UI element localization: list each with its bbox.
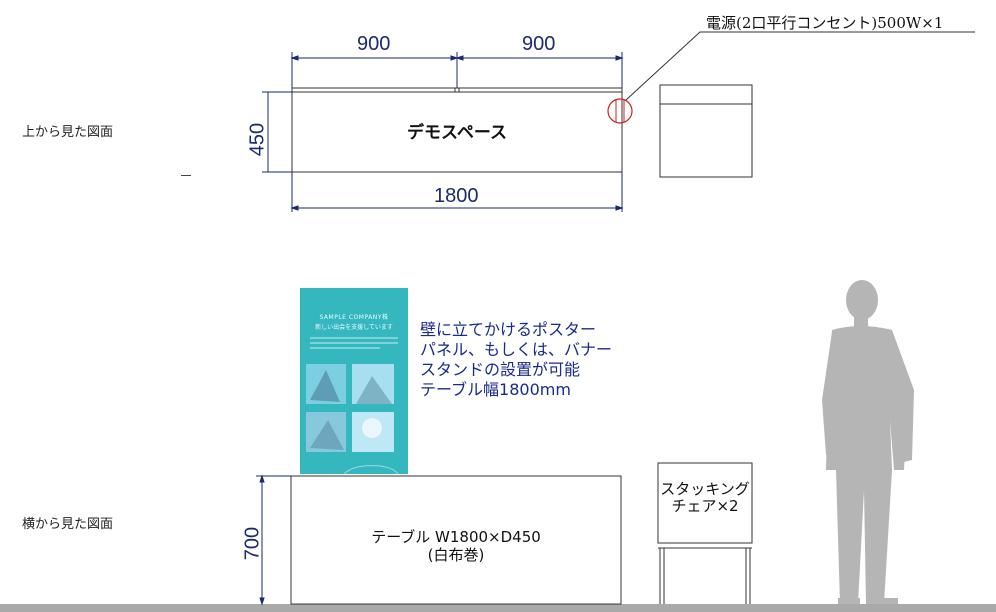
dim-right-900: 900 — [522, 33, 556, 55]
top-view-label: 上から見た図面 — [22, 125, 114, 140]
dim-depth-450: 450 — [246, 122, 269, 157]
table-label: テーブル W1800×D450 (白布巻) — [291, 528, 621, 564]
poster-note-line: 壁に立てかけるポスター — [420, 320, 597, 339]
poster-note-line: スタンドの設置が可能 — [420, 360, 581, 379]
table-label-line1: テーブル W1800×D450 — [371, 528, 541, 546]
stray-tick — [181, 175, 191, 176]
poster-panel — [300, 288, 408, 475]
top-total-dimension — [290, 172, 624, 212]
chair-side-view — [657, 462, 753, 604]
table-side-view — [290, 475, 622, 605]
power-note: 電源(2口平行コンセント)500W×1 — [706, 14, 944, 32]
dim-left-900: 900 — [357, 33, 391, 55]
poster-note-line: テーブル幅1800mm — [420, 380, 571, 399]
side-view-label: 横から見た図面 — [22, 517, 114, 532]
chair-label-line1: スタッキング — [660, 480, 750, 498]
chair-top-view — [659, 84, 753, 178]
poster-title: SAMPLE COMPANY株 — [319, 314, 389, 321]
demo-space-label: デモスペース — [407, 123, 507, 143]
poster-note: 壁に立てかけるポスター パネル、もしくは、バナー スタンドの設置が可能 テーブル… — [420, 320, 612, 400]
table-label-line2: (白布巻) — [427, 546, 485, 564]
poster-subtitle: 新しい出会を支援しています — [315, 324, 393, 331]
poster-note-line: パネル、もしくは、バナー — [420, 340, 613, 359]
dim-height-700: 700 — [241, 526, 264, 561]
top-width-dimension — [290, 52, 624, 92]
chair-label: スタッキング チェア×2 — [640, 481, 770, 515]
table-top-view — [291, 87, 623, 173]
power-outlet-marker — [607, 31, 975, 124]
top-depth-dimension — [262, 91, 292, 173]
chair-label-line2: チェア×2 — [671, 497, 739, 515]
side-height-dimension — [256, 474, 291, 606]
person-silhouette-icon — [822, 280, 914, 604]
floor — [0, 604, 996, 612]
dim-total-1800: 1800 — [434, 185, 479, 207]
